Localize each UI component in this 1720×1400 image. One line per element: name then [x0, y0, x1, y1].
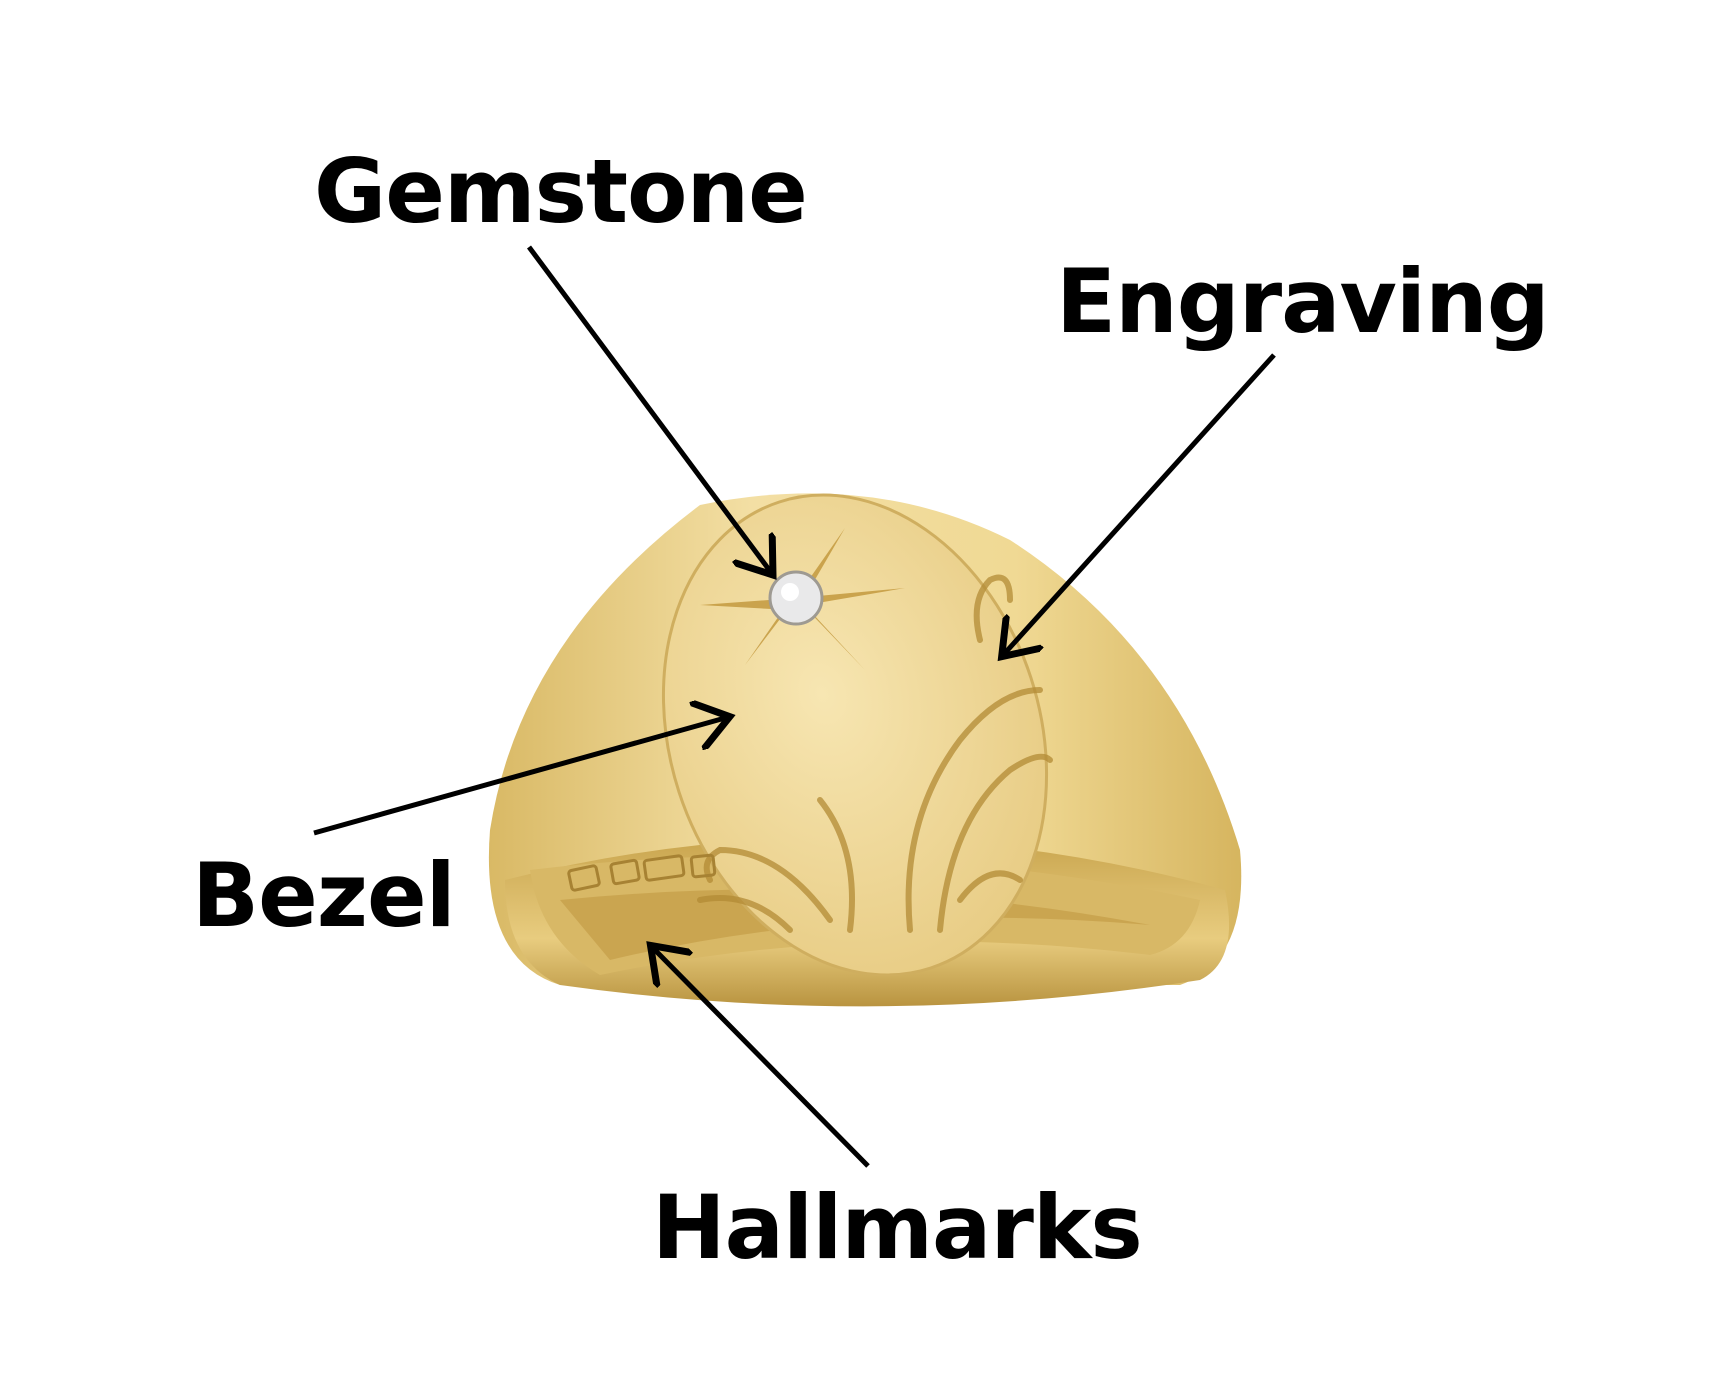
hallmark-stamps — [567, 853, 717, 892]
bezel-label: Bezel — [192, 844, 456, 947]
gemstone-label: Gemstone — [314, 140, 808, 243]
engraving-label: Engraving — [1056, 250, 1550, 353]
bezel-arrow — [313, 718, 725, 836]
engraving-pattern — [697, 574, 1053, 933]
hallmarks-arrow — [654, 949, 870, 1168]
engraving-arrow — [1005, 353, 1276, 653]
hallmarks-label: Hallmarks — [652, 1176, 1143, 1279]
gemstone-arrow — [526, 245, 770, 571]
